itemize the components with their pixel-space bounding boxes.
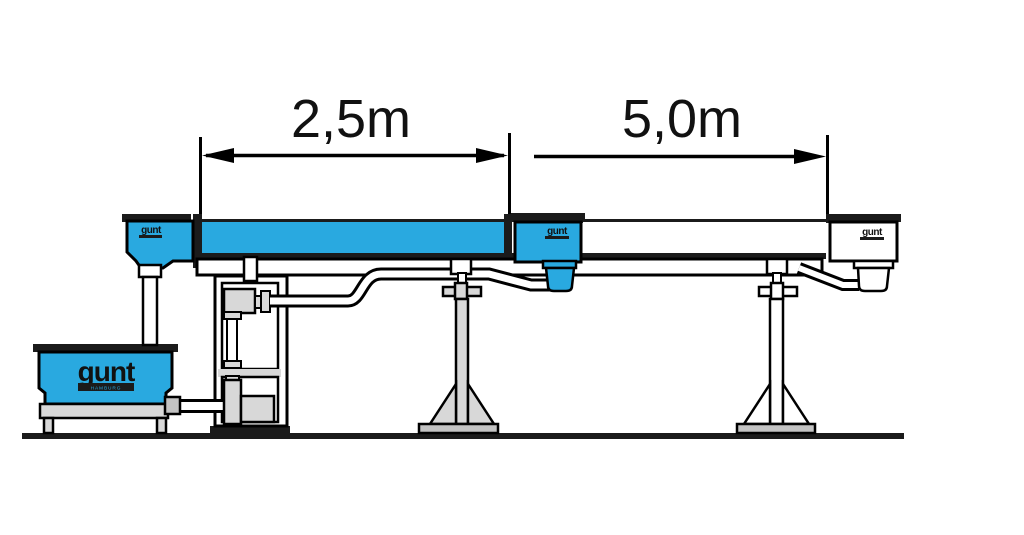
- outlet-tank-rim: [826, 214, 901, 222]
- cabinet-divider: [218, 369, 281, 377]
- white-channel-section: [583, 222, 826, 253]
- stand-base-plate: [735, 422, 817, 435]
- inlet-tank-rim: [122, 214, 191, 222]
- storage-tank-leg-left: [42, 416, 55, 435]
- pipe-connector-flange: [260, 290, 271, 313]
- stand-bracket: [449, 257, 473, 276]
- middle-tank-body: [513, 220, 583, 264]
- tank-outlet-stub: [163, 395, 182, 416]
- middle-tank-spout: [544, 266, 576, 293]
- inlet-tank-body: [125, 219, 195, 270]
- support-stand-right: [735, 257, 817, 435]
- supply-pipe: [270, 267, 570, 308]
- arrowhead-left-end: [476, 148, 508, 163]
- valve-flange-bottom: [223, 360, 242, 369]
- middle-tank-rim: [511, 213, 585, 222]
- pump-box: [239, 394, 276, 424]
- filter-cylinder: [222, 378, 243, 426]
- drain-pipe-core: [797, 265, 859, 288]
- arrowhead-left-start: [202, 148, 234, 163]
- brand-tagline-text: HAMBURG: [91, 386, 122, 392]
- gunt-logo-inlet-tank: gunt: [139, 225, 162, 238]
- stand-hub: [769, 281, 785, 301]
- channel-top-edge-right: [581, 219, 830, 223]
- gunt-logo-middle-tank: gunt: [545, 226, 569, 239]
- storage-tank-base: [38, 402, 170, 420]
- outlet-tank: gunt: [826, 214, 901, 293]
- support-rail: [195, 257, 824, 277]
- stand-hub: [453, 281, 469, 301]
- channel-assembly: [193, 214, 830, 277]
- dimension-label-right: 5,0m: [622, 89, 742, 149]
- stand-column: [454, 297, 470, 426]
- stand-gusset-left: [427, 379, 458, 426]
- inlet-tank-drain-collar: [137, 263, 163, 279]
- storage-tank: gunt HAMBURG: [33, 344, 178, 435]
- stand-base-plate: [417, 422, 500, 435]
- cabinet-base: [210, 426, 290, 434]
- storage-tank-rim: [33, 344, 178, 352]
- brand-name-text: gunt: [547, 226, 568, 237]
- cabinet-internals: [222, 287, 276, 426]
- riser-pipe: [242, 255, 259, 283]
- stand-column: [768, 297, 785, 426]
- stand-gusset-left: [741, 379, 772, 426]
- ground-line: [22, 433, 904, 439]
- valve-flange-top: [223, 311, 242, 320]
- outlet-tank-body: [828, 220, 899, 263]
- channel-end-wall-left: [193, 214, 202, 268]
- pump-motor-box: [222, 287, 257, 315]
- gunt-logo-storage-tank: gunt HAMBURG: [78, 356, 136, 392]
- stand-bracket: [765, 257, 789, 276]
- logo-underline-bar: [139, 235, 162, 238]
- drain-pipe: [796, 262, 859, 291]
- brand-name-text: gunt: [78, 356, 135, 387]
- logo-underline-bar: [860, 237, 884, 240]
- brand-name-text: gunt: [862, 227, 883, 238]
- brand-name-text: gunt: [141, 225, 162, 236]
- inlet-tank-drain-pipe: [141, 275, 159, 347]
- logo-underline-bar: [545, 236, 569, 239]
- dimension-label-left: 2,5m: [291, 89, 411, 149]
- stand-gusset-right: [781, 379, 812, 426]
- blue-channel-section: [201, 222, 504, 253]
- outlet-tank-spout: [856, 266, 891, 293]
- support-stand-left: [417, 257, 500, 435]
- valve-column: [226, 318, 238, 362]
- storage-tank-leg-right: [155, 416, 168, 435]
- inlet-tank: gunt: [122, 214, 195, 347]
- logo-underline-bar: [78, 383, 134, 391]
- middle-tank: gunt: [511, 213, 585, 293]
- stand-gusset-right: [466, 379, 497, 426]
- dimension-annotations: 2,5m 5,0m: [199, 89, 829, 216]
- channel-end-wall-middle: [504, 214, 512, 268]
- arrowhead-right-end: [794, 149, 826, 164]
- channel-top-edge-left: [197, 219, 510, 223]
- gunt-logo-outlet-tank: gunt: [860, 227, 884, 240]
- supply-pipe-outline: [270, 267, 570, 308]
